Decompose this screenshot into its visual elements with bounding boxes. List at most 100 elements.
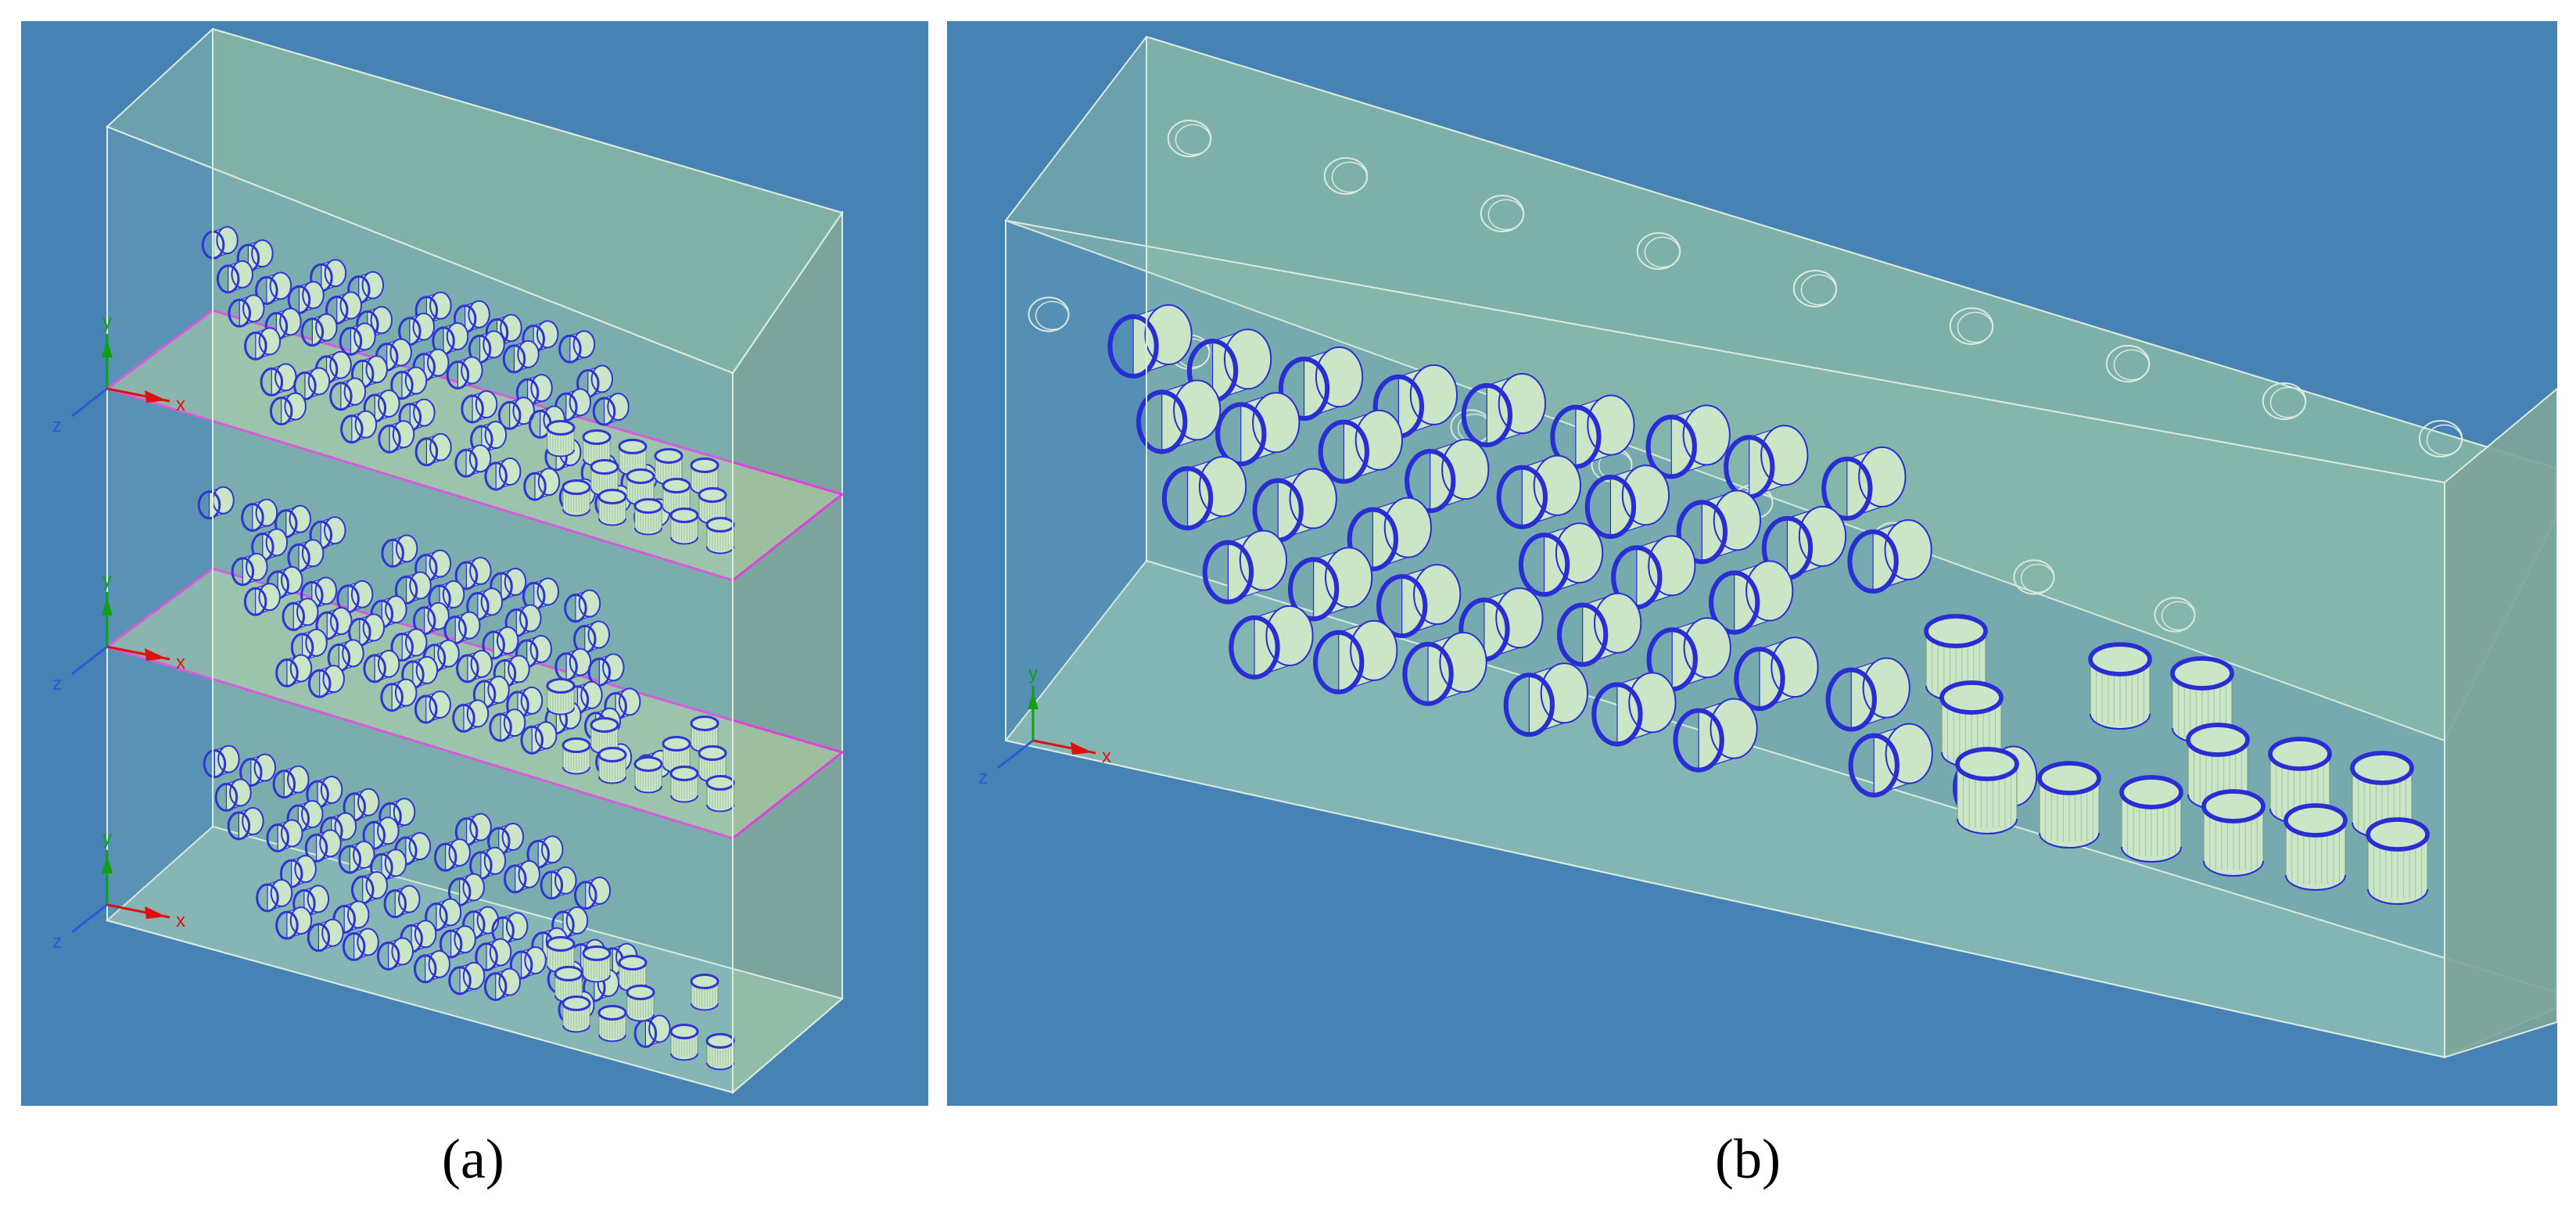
tube-ring: [338, 845, 362, 874]
vertical-tube-ring: [633, 756, 663, 772]
tube-back-ring: [301, 800, 324, 829]
tube: [228, 294, 265, 328]
vertical-tube: [662, 736, 691, 773]
axis-triad-icon: yxz: [978, 663, 1111, 788]
tube-back-ring: [253, 753, 277, 782]
vertical-tube-ring: [561, 737, 591, 753]
tube: [1848, 723, 1933, 798]
tube: [231, 552, 268, 587]
tube: [264, 307, 302, 341]
tube-ring: [489, 712, 512, 742]
vertical-tube-ring: [2284, 803, 2348, 838]
vertical-tube-ring: [690, 974, 719, 989]
tube-back-ring: [357, 927, 379, 956]
tube: [383, 884, 421, 919]
box-front-face: [1005, 219, 2445, 1059]
tube: [260, 363, 297, 396]
vertical-tube-ring: [597, 747, 627, 762]
box-top-face: [1004, 35, 2557, 742]
vertical-tube: [2119, 775, 2183, 863]
vertical-tube: [618, 439, 648, 476]
tube: [401, 655, 439, 690]
vertical-tube-ring: [669, 508, 699, 523]
tube-back-ring: [588, 876, 612, 905]
vertical-tube: [561, 479, 591, 517]
tube-ring: [378, 424, 401, 454]
tube: [446, 356, 483, 390]
vertical-tube-base: [2039, 832, 2100, 848]
tube-ring: [1405, 449, 1456, 514]
vertical-tube: [597, 747, 627, 784]
vertical-tube-base: [626, 1013, 655, 1022]
tube-back-ring: [483, 846, 507, 875]
tube-ring: [1202, 540, 1254, 604]
tube-ring: [227, 811, 251, 841]
tube: [503, 859, 540, 894]
tube-ring: [1376, 574, 1428, 639]
vertical-tube-base: [2203, 860, 2264, 877]
tube-back-ring: [258, 583, 281, 612]
tube-back-ring: [329, 350, 352, 379]
tube: [526, 835, 564, 869]
caption-b: (b): [1715, 1128, 1781, 1190]
tube: [502, 339, 540, 374]
tube: [309, 516, 346, 550]
tube-back-ring: [409, 571, 432, 600]
tube: [1376, 564, 1462, 639]
tube-back-ring: [362, 613, 386, 642]
tube: [300, 313, 338, 347]
tube-ring: [266, 823, 289, 852]
vertical-tube: [582, 945, 612, 983]
tube-ring: [1673, 708, 1724, 773]
hole-inner: [2426, 424, 2463, 456]
tube-ring: [439, 929, 463, 959]
tube-ring: [390, 633, 414, 662]
vertical-tube-base: [547, 707, 575, 716]
tube-back-ring: [216, 226, 239, 255]
tube-ring: [376, 941, 400, 970]
z-axis-line: [997, 739, 1034, 770]
vertical-tube: [626, 985, 655, 1022]
tube-back-ring: [353, 840, 375, 869]
x-axis-arrow: [145, 906, 167, 919]
tube-back-ring: [446, 322, 469, 351]
tube: [470, 421, 508, 454]
tube-ring: [475, 942, 498, 972]
tube-back-ring: [517, 339, 540, 368]
tube-back-ring: [391, 937, 414, 966]
tube-back-ring: [565, 906, 589, 935]
vertical-tube-base: [634, 527, 662, 536]
tube-back-ring: [508, 655, 530, 683]
tube-back-ring: [428, 949, 451, 978]
tube-back-ring: [392, 420, 415, 449]
tube-back-ring: [242, 807, 264, 836]
tube-back-ring: [469, 557, 492, 586]
tube-ring: [231, 557, 255, 587]
tube-back-ring: [462, 961, 486, 990]
tube: [522, 320, 559, 353]
tube-back-ring: [398, 884, 421, 913]
tube-back-ring: [512, 396, 535, 425]
hole-ring: [2013, 559, 2055, 595]
vertical-tube-base: [547, 449, 575, 457]
vertical-tube-ring: [626, 468, 655, 484]
tube-ring: [363, 654, 386, 683]
tube-ring: [214, 782, 239, 812]
tube-back-ring: [346, 900, 370, 929]
tube: [339, 322, 376, 356]
vertical-tube: [554, 966, 583, 1003]
tube-ring: [383, 889, 407, 919]
tube-back-ring: [377, 816, 400, 845]
tube-ring: [540, 870, 564, 900]
tube: [362, 816, 400, 850]
tube: [255, 271, 292, 305]
z-axis-line: [71, 387, 108, 418]
tube: [203, 744, 240, 779]
tube-ring: [452, 703, 475, 733]
vertical-tube: [2201, 789, 2266, 877]
vertical-tube-ring: [561, 479, 591, 495]
vertical-tube-ring: [669, 766, 699, 781]
tube: [1186, 328, 1272, 404]
tube-ring: [1584, 475, 1637, 540]
tube-back-ring: [480, 587, 504, 616]
